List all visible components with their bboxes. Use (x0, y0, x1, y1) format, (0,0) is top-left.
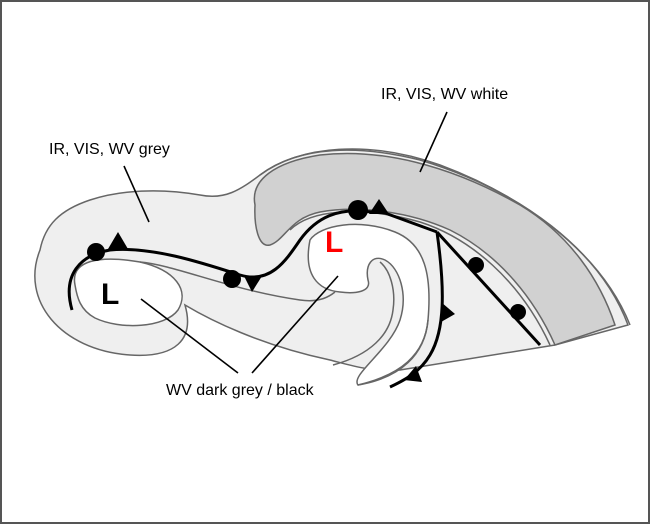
leader-dark-west (140, 298, 239, 374)
label-grey-region: IR, VIS, WV grey (49, 141, 170, 158)
main-low-marker: L (101, 278, 119, 311)
occluded-front-triangle (108, 232, 128, 249)
white-band-inner-outline (289, 210, 551, 346)
label-dark-region: WV dark grey / black (166, 382, 315, 399)
leader-white-region (419, 111, 448, 173)
secondary-low-marker: L (325, 226, 343, 259)
cold-front-triangle (441, 302, 455, 322)
central-spiral-inner (332, 261, 395, 366)
label-white-region: IR, VIS, WV white (381, 86, 508, 103)
grey-cloud-outline-outer (259, 148, 631, 326)
warm-front-semicircle (510, 304, 526, 320)
white-cloud-band (253, 152, 616, 346)
warm-front-semicircle (468, 257, 484, 273)
west-slot-tail (139, 261, 336, 302)
cold-front-triangle (404, 366, 422, 382)
occluded-front-semicircle (87, 243, 105, 261)
central-spiral-outer (357, 319, 429, 386)
occluded-front-semicircle (223, 270, 241, 288)
occluded-front-semicircle (348, 200, 368, 220)
warm-front-line (435, 230, 542, 347)
leader-dark-central (251, 275, 339, 374)
leader-grey-region (123, 165, 150, 223)
central-dry-intrusion (307, 223, 430, 386)
occluded-front-triangle (244, 276, 262, 292)
occluded-front-triangle (369, 199, 389, 214)
